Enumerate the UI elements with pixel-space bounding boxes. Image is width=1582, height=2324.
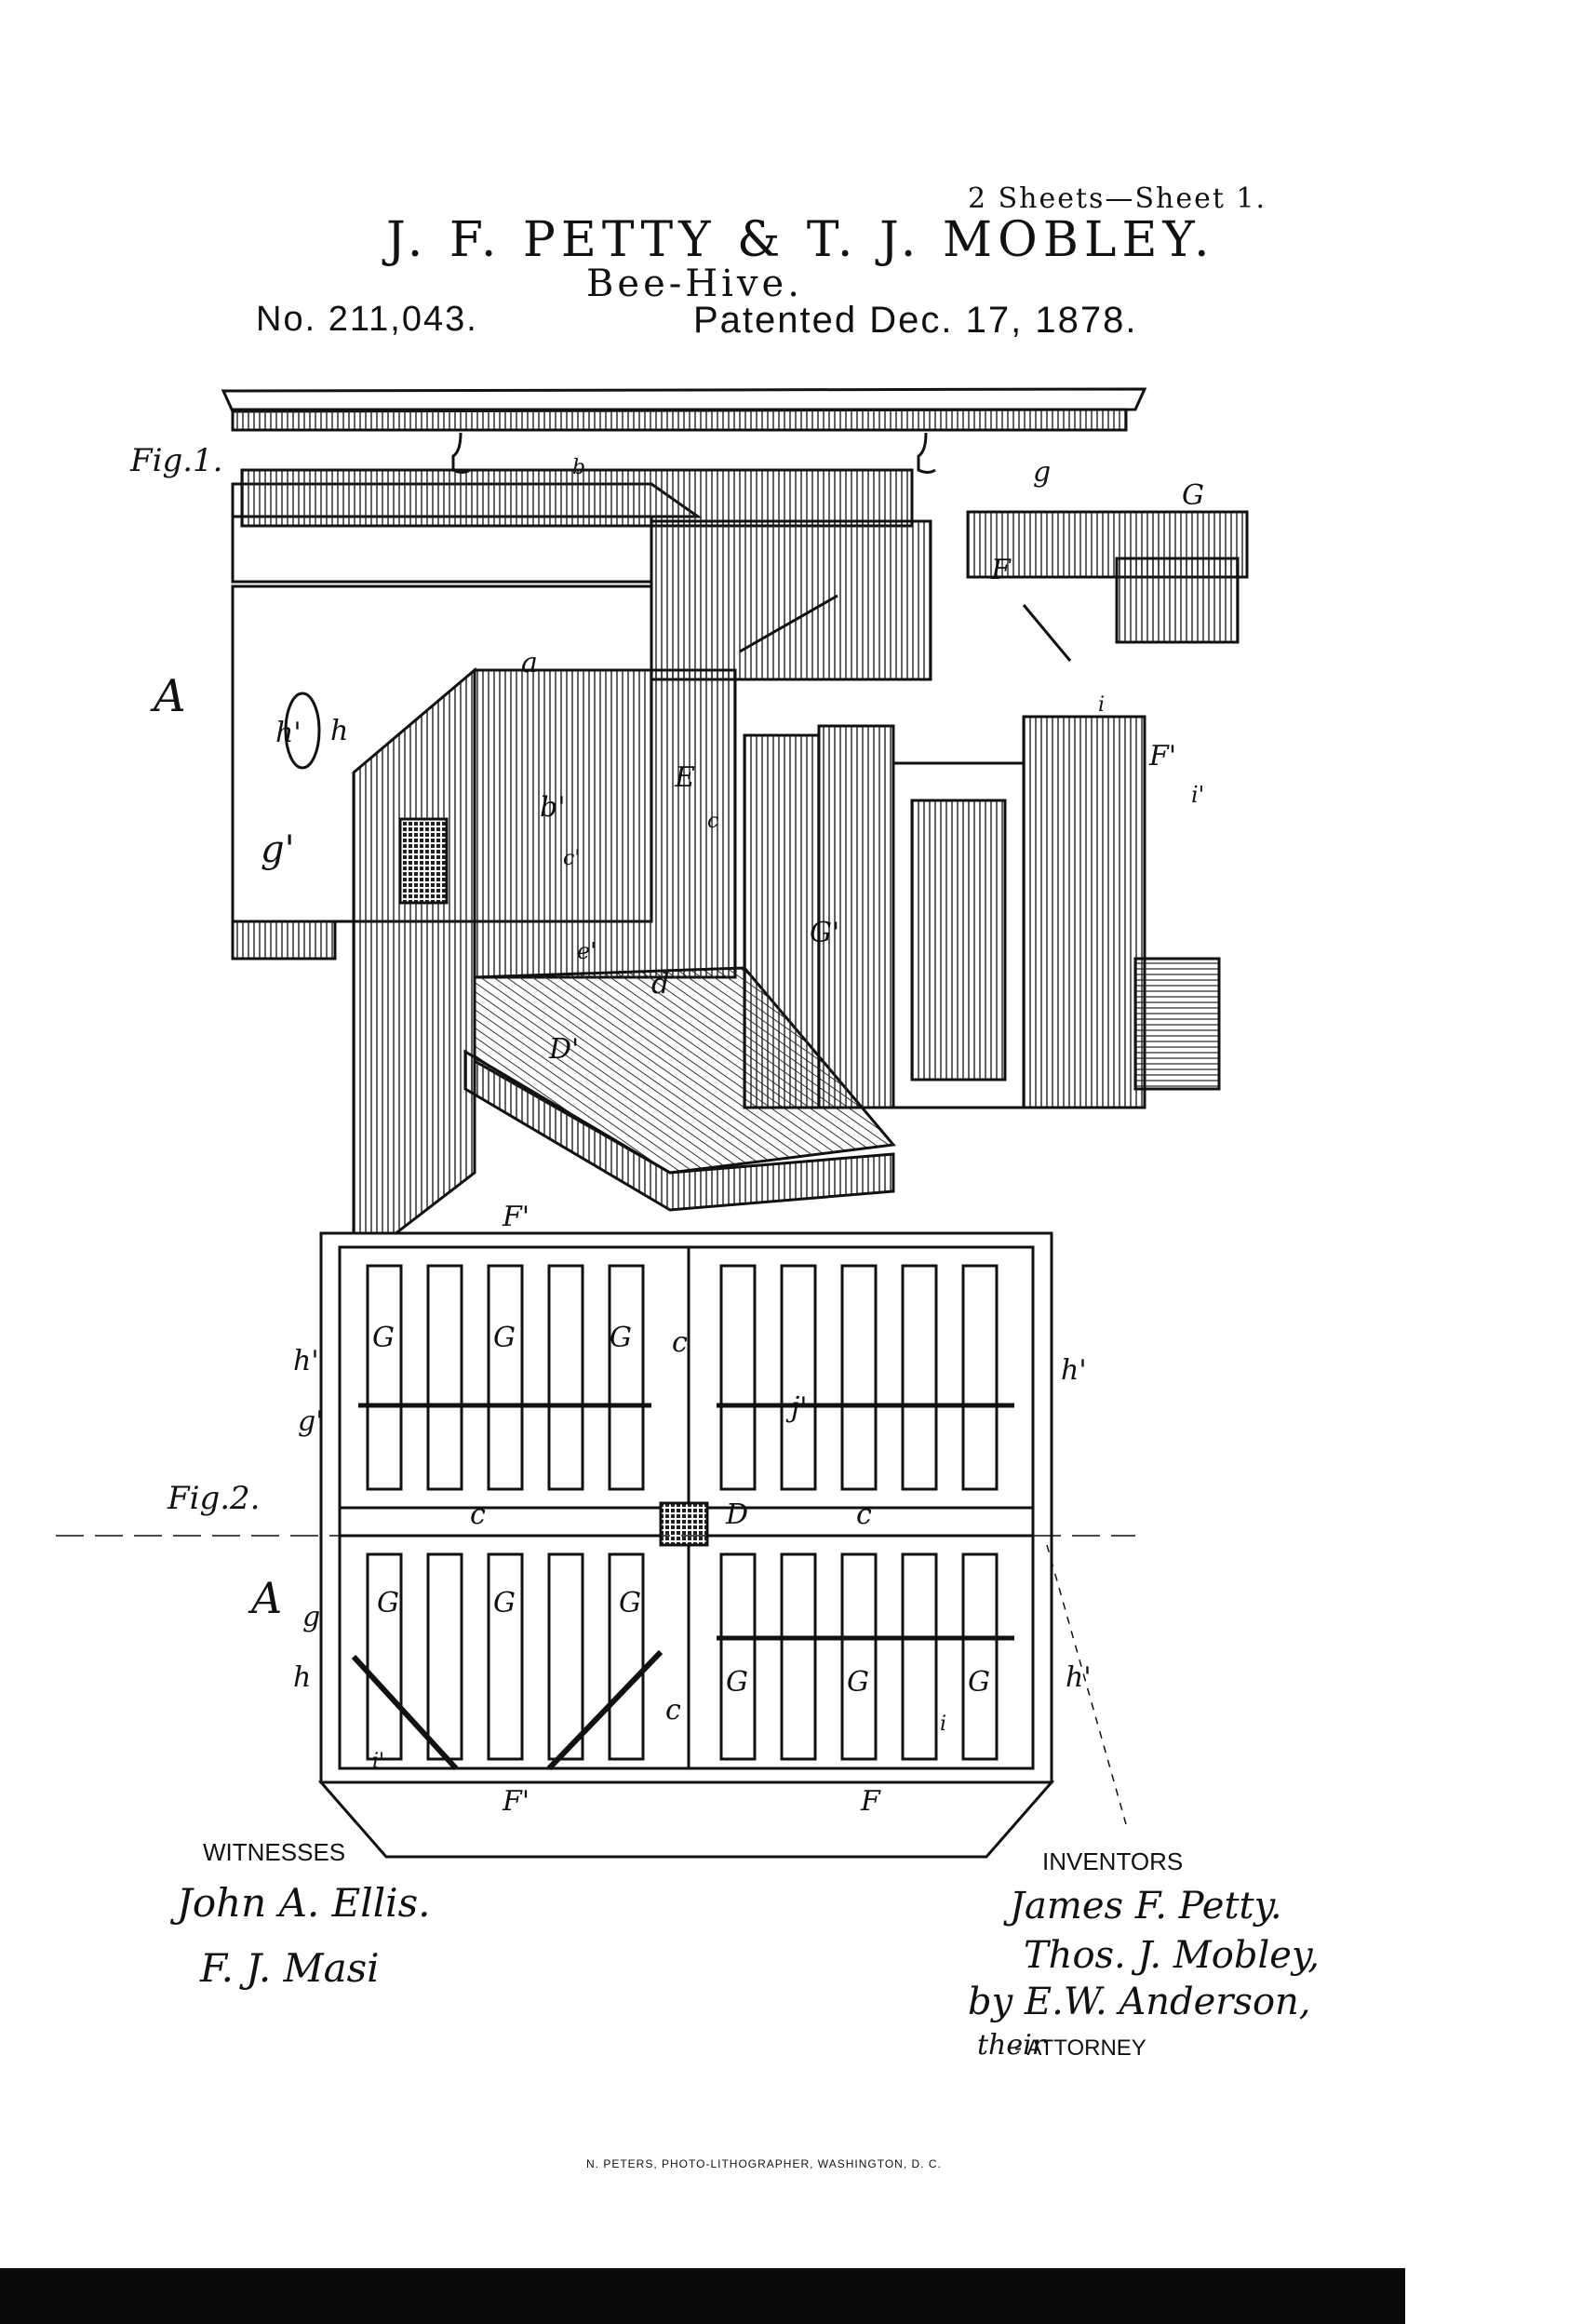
ref-letter: G xyxy=(1182,479,1204,512)
attorney-label: - ATTORNEY xyxy=(1014,2035,1146,2061)
ref-letter: G xyxy=(726,1666,748,1699)
attorney-prefix: their xyxy=(977,2029,1046,2062)
ref-letter: G xyxy=(847,1666,869,1699)
ref-letter: c xyxy=(707,810,719,833)
ref-letter: i' xyxy=(372,1750,385,1773)
ref-letter: G xyxy=(610,1322,632,1354)
hive-lid xyxy=(221,387,1147,474)
hive-body xyxy=(231,468,1249,1269)
ref-letter: h xyxy=(293,1661,312,1694)
ref-letter: h xyxy=(330,715,349,747)
ref-letter: i xyxy=(1098,693,1106,717)
ref-letter: G xyxy=(493,1322,516,1354)
figure-1-label: Fig.1. xyxy=(130,442,223,479)
ref-letter: E xyxy=(675,761,695,794)
figure-2-label: Fig.2. xyxy=(168,1480,261,1517)
ref-letter: g xyxy=(302,1601,321,1633)
ref-letter: h' xyxy=(1066,1661,1092,1694)
ref-letter: c xyxy=(856,1498,872,1531)
ref-letter: D' xyxy=(549,1033,580,1066)
ref-letter: i xyxy=(940,1713,947,1736)
ref-letter: c xyxy=(672,1326,688,1359)
scan-edge-bar xyxy=(0,2268,1405,2324)
ref-letter: A xyxy=(154,670,186,722)
witnesses-label: WITNESSES xyxy=(203,1838,346,1866)
ref-letter: c' xyxy=(563,847,581,870)
invention-title: Bee-Hive. xyxy=(586,262,803,305)
ref-letter: c xyxy=(665,1694,681,1726)
fig2-drawing xyxy=(56,1231,1135,1859)
ref-letter: c xyxy=(470,1498,486,1531)
ref-letter: G xyxy=(619,1587,641,1619)
patent-date: Patented Dec. 17, 1878. xyxy=(693,300,1138,341)
ref-letter: G xyxy=(377,1587,399,1619)
witness-signature-2: F. J. Masi xyxy=(200,1945,380,1991)
ref-letter: e' xyxy=(577,938,597,964)
ref-letter: G' xyxy=(810,917,840,949)
ref-letter: A xyxy=(251,1573,283,1623)
ref-letter: i' xyxy=(1191,782,1205,808)
ref-letter: F xyxy=(861,1785,880,1818)
ref-letter: h' xyxy=(293,1345,319,1377)
ref-letter: j' xyxy=(791,1391,808,1424)
inventor-signature-1: James F. Petty. xyxy=(1010,1885,1282,1928)
ref-letter: d xyxy=(651,968,670,1001)
witness-signature-1: John A. Ellis. xyxy=(177,1880,431,1926)
lithographer-credit: N. PETERS, PHOTO-LITHOGRAPHER, WASHINGTO… xyxy=(586,2157,942,2170)
ref-letter: D xyxy=(726,1498,749,1531)
ref-letter: G xyxy=(968,1666,990,1699)
ref-letter: F' xyxy=(503,1785,530,1818)
patent-number: No. 211,043. xyxy=(256,300,478,339)
ref-letter: g' xyxy=(298,1405,324,1438)
ref-letter: b' xyxy=(540,791,566,824)
inventors-label: INVENTORS xyxy=(1042,1847,1184,1875)
ref-letter: G xyxy=(372,1322,395,1354)
ref-letter: F' xyxy=(1149,740,1177,772)
ref-letter: g' xyxy=(261,828,295,871)
inventor-names: J. F. PETTY & T. J. MOBLEY. xyxy=(386,212,1215,268)
ref-letter: a xyxy=(521,647,538,679)
ref-letter: F' xyxy=(503,1201,530,1233)
ref-letter: G xyxy=(493,1587,516,1619)
inventor-signature-2: Thos. J. Mobley, xyxy=(1024,1934,1320,1977)
sheet-info: 2 Sheets—Sheet 1. xyxy=(968,182,1267,215)
ref-letter: h' xyxy=(275,717,302,749)
ref-letter: h' xyxy=(1061,1354,1087,1387)
ref-letter: F xyxy=(991,554,1011,586)
ref-letter: g xyxy=(1033,456,1052,489)
ref-letter: b xyxy=(572,456,586,479)
attorney-signature: by E.W. Anderson, xyxy=(968,1981,1311,2023)
